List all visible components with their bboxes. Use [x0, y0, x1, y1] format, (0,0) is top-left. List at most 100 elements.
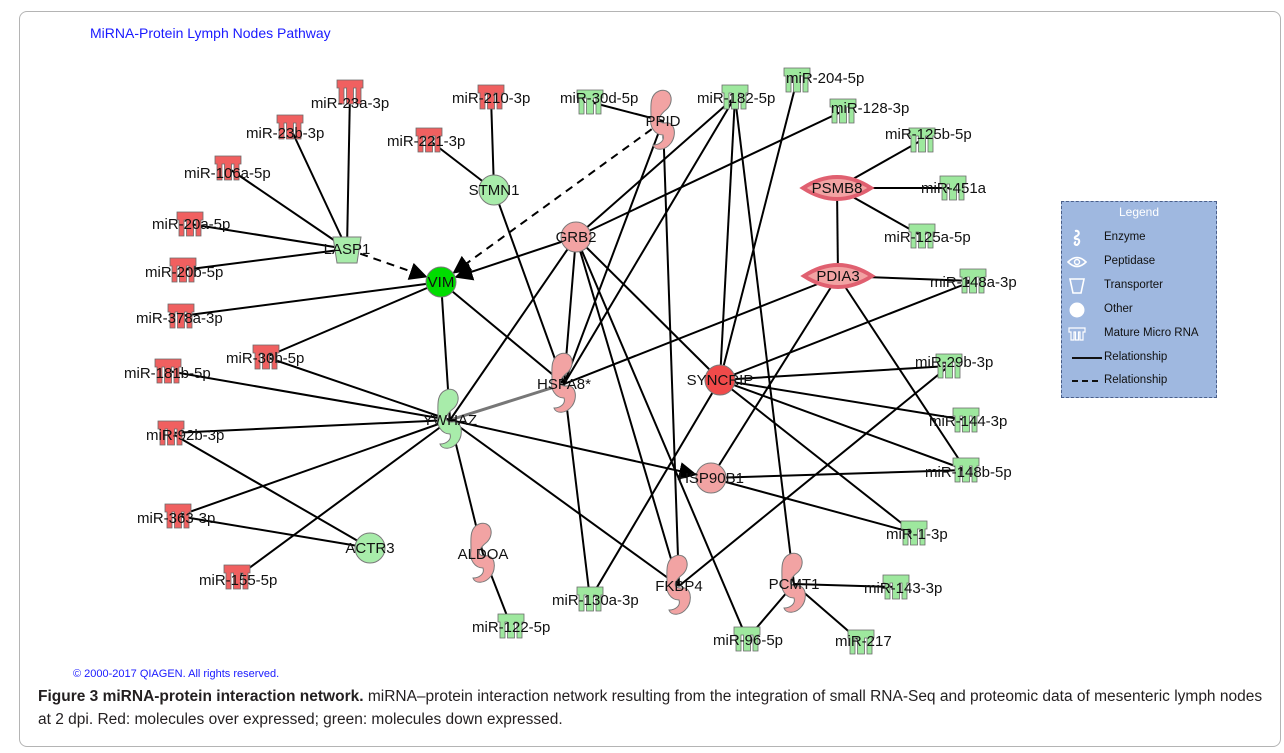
node-ppid[interactable]: PPID	[645, 89, 681, 150]
peptidase-shape	[800, 263, 876, 289]
node-mir-20b-5p[interactable]: miR-20b-5p	[145, 257, 223, 283]
edge-miR-29b-3p-FKBP4	[678, 365, 950, 587]
node-grb2[interactable]: GRB2	[556, 221, 597, 253]
node-label: miR-20a-5p	[152, 216, 230, 233]
node-stmn1[interactable]: STMN1	[469, 174, 520, 206]
edge-GRB2-VIM	[454, 236, 577, 281]
edge-YWHAZ-HSP90B1	[449, 419, 698, 480]
node-label: PPID	[645, 113, 680, 130]
mirna-icon	[908, 223, 936, 249]
node-label: ALDOA	[458, 546, 509, 563]
legend-item-peptidase: Peptidase	[1062, 253, 1216, 271]
node-mir-122-5p[interactable]: miR-122-5p	[472, 613, 550, 639]
node-mir-143-3p[interactable]: miR-143-3p	[864, 574, 942, 600]
other-shape	[560, 221, 592, 253]
node-label: miR-128-3p	[831, 100, 909, 117]
node-label: FKBP4	[655, 578, 703, 595]
node-mir-363-3p[interactable]: miR-363-3p	[137, 503, 215, 529]
mirna-icon	[276, 114, 304, 140]
node-hsp90b1[interactable]: HSP90B1	[678, 462, 744, 494]
node-label: GRB2	[556, 229, 597, 246]
node-mir-96-5p[interactable]: miR-96-5p	[713, 626, 783, 652]
caption-title: Figure 3 miRNA-protein interaction netwo…	[38, 688, 364, 705]
edge-miR-204-5p-SYNCRIP	[719, 79, 798, 381]
edge-YWHAZ-GRB2	[449, 236, 577, 421]
edge-miR-181b-5p-YWHAZ	[167, 370, 451, 421]
edge-miR-378a-3p-VIM	[180, 281, 442, 317]
node-label: miR-451a	[921, 180, 987, 197]
node-mir-1-3p[interactable]: miR-1-3p	[886, 520, 948, 546]
node-mir-148a-3p[interactable]: miR-148a-3p	[930, 268, 1017, 294]
node-mir-23b-3p[interactable]: miR-23b-3p	[246, 114, 324, 142]
node-vim[interactable]: VIM	[425, 266, 457, 298]
node-label: miR-148b-5p	[925, 464, 1012, 481]
edge-YWHAZ-HSPA8	[449, 382, 565, 422]
legend-label: Transporter	[1104, 279, 1164, 291]
node-psmb8[interactable]: PSMB8	[799, 175, 875, 201]
edge-PCMT1-miR-143-3p	[793, 583, 897, 588]
node-mir-128-3p[interactable]: miR-128-3p	[829, 98, 909, 124]
node-label: PDIA3	[816, 268, 859, 285]
node-mir-155-5p[interactable]: miR-155-5p	[199, 564, 277, 590]
node-hspa8[interactable]: HSPA8*	[537, 352, 591, 413]
node-mir-29b-3p[interactable]: miR-29b-3p	[915, 353, 993, 379]
edge-STMN1-HSPA8	[493, 189, 565, 385]
node-mir-181b-5p[interactable]: miR-181b-5p	[124, 358, 211, 384]
edge-layer	[167, 79, 974, 643]
edge-miR-182-5p-SYNCRIP	[719, 96, 736, 381]
node-label: VIM	[428, 274, 455, 291]
node-pdia3[interactable]: PDIA3	[800, 263, 876, 289]
node-mir-451a[interactable]: miR-451a	[921, 175, 987, 201]
node-mir-106a-5p[interactable]: miR-106a-5p	[184, 155, 271, 182]
enzyme-shape	[650, 89, 675, 150]
mirna-icon	[935, 353, 963, 379]
edge-SYNCRIP-miR-144-3p	[719, 379, 967, 421]
enzyme-shape	[551, 352, 576, 413]
node-mir-30d-5p[interactable]: miR-30d-5p	[560, 89, 638, 115]
node-label: miR-125b-5p	[885, 126, 972, 143]
node-mir-204-5p[interactable]: miR-204-5p	[783, 67, 864, 93]
node-mir-125a-5p[interactable]: miR-125a-5p	[884, 223, 971, 249]
node-pcmt1[interactable]: PCMT1	[769, 552, 820, 613]
edge-HSP90B1-miR-1-3p	[710, 477, 915, 534]
node-mir-148b-5p[interactable]: miR-148b-5p	[925, 457, 1012, 483]
node-mir-182-5p[interactable]: miR-182-5p	[697, 84, 775, 110]
edge-GRB2-SYNCRIP	[575, 236, 721, 381]
node-mir-130a-3p[interactable]: miR-130a-3p	[552, 586, 639, 612]
node-actr3[interactable]: ACTR3	[345, 532, 395, 564]
other-shape	[354, 532, 386, 564]
mirna-icon	[252, 344, 280, 370]
mirna-icon	[959, 268, 987, 294]
node-lasp1[interactable]: LASP1	[324, 236, 371, 264]
node-aldoa[interactable]: ALDOA	[458, 522, 509, 583]
node-syncrip[interactable]: SYNCRIP	[687, 364, 754, 396]
node-ywhaz[interactable]: YWHAZ	[423, 388, 477, 449]
node-mir-210-3p[interactable]: miR-210-3p	[452, 84, 530, 110]
node-mir-23a-3p[interactable]: miR-23a-3p	[311, 79, 389, 112]
node-mir-221-3p[interactable]: miR-221-3p	[387, 127, 465, 153]
edge-SYNCRIP-miR-148b-5p	[719, 379, 967, 471]
other-shape	[478, 174, 510, 206]
node-mir-125b-5p[interactable]: miR-125b-5p	[885, 126, 972, 153]
node-mir-378a-3p[interactable]: miR-378a-3p	[136, 303, 223, 329]
node-mir-92b-3p[interactable]: miR-92b-3p	[146, 420, 224, 446]
node-label: miR-143-3p	[864, 580, 942, 597]
edge-miR-182-5p-PCMT1	[734, 96, 795, 585]
edge-miR-23a-3p-LASP1	[346, 91, 351, 250]
mirna-icon	[336, 79, 364, 105]
mirna-icon	[733, 626, 761, 652]
edge-PPID-VIM	[452, 120, 664, 274]
node-label: miR-122-5p	[472, 619, 550, 636]
node-mir-144-3p[interactable]: miR-144-3p	[929, 407, 1007, 433]
node-label: miR-29b-3p	[915, 354, 993, 371]
node-mir-20a-5p[interactable]: miR-20a-5p	[152, 211, 230, 237]
mirna-icon	[169, 257, 197, 283]
node-label: miR-378a-3p	[136, 310, 223, 327]
node-label: SYNCRIP	[687, 372, 754, 389]
node-mir-217[interactable]: miR-217	[835, 629, 892, 655]
node-label: miR-204-5p	[786, 70, 864, 87]
node-fkbp4[interactable]: FKBP4	[655, 554, 703, 615]
node-label: miR-20b-5p	[145, 264, 223, 281]
node-mir-30b-5p[interactable]: miR-30b-5p	[226, 344, 304, 370]
